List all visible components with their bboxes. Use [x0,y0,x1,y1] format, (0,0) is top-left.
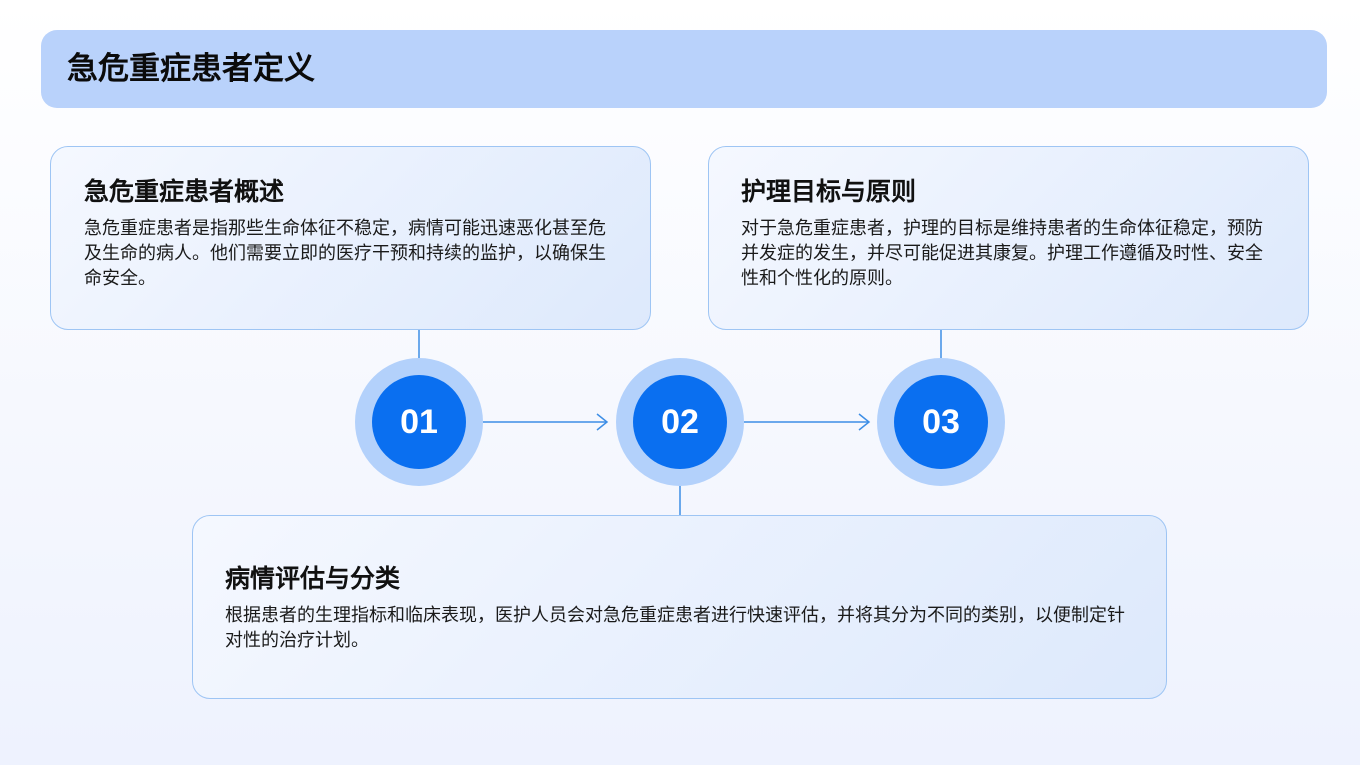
arrow-step1-step2 [483,413,609,431]
step-circle-3: 03 [877,358,1005,486]
step-number: 03 [894,375,988,469]
step-number: 01 [372,375,466,469]
card-assessment: 病情评估与分类 根据患者的生理指标和临床表现，医护人员会对急危重症患者进行快速评… [192,515,1167,699]
step-circle-2: 02 [616,358,744,486]
arrow-step2-step3 [744,413,871,431]
card-title: 病情评估与分类 [225,564,401,593]
header-bar: 急危重症患者定义 [41,30,1327,108]
card-body: 急危重症患者是指那些生命体征不稳定，病情可能迅速恶化甚至危及生命的病人。他们需要… [84,218,606,289]
card-nursing-goals: 护理目标与原则 对于急危重症患者，护理的目标是维持患者的生命体征稳定，预防并发症… [708,146,1309,330]
step-circle-1: 01 [355,358,483,486]
page-title: 急危重症患者定义 [67,51,315,87]
step-number: 02 [633,375,727,469]
card-title: 护理目标与原则 [741,177,917,206]
card-overview: 急危重症患者概述 急危重症患者是指那些生命体征不稳定，病情可能迅速恶化甚至危及生… [50,146,651,330]
card-body: 根据患者的生理指标和临床表现，医护人员会对急危重症患者进行快速评估，并将其分为不… [225,605,1125,651]
card-title: 急危重症患者概述 [84,177,285,206]
card-body: 对于急危重症患者，护理的目标是维持患者的生命体征稳定，预防并发症的发生，并尽可能… [741,218,1263,289]
